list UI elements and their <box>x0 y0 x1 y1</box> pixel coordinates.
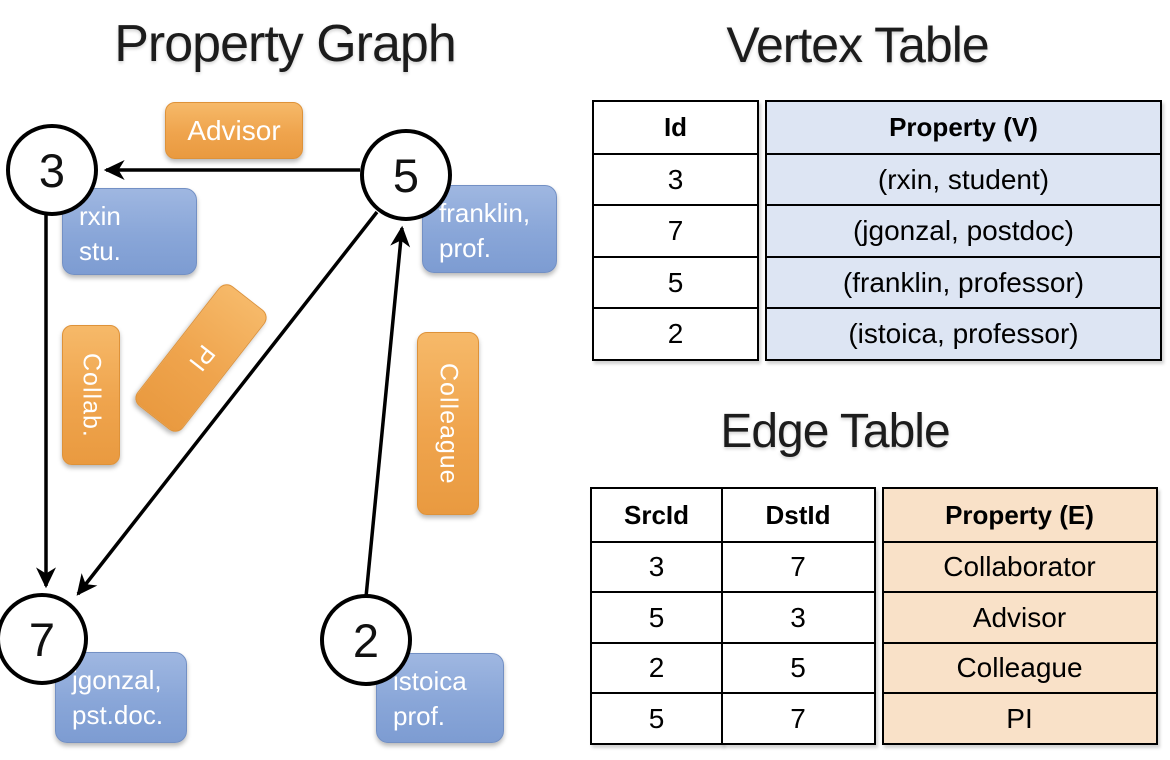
vertex-property-line: pst.doc. <box>72 700 164 731</box>
table-cell: Collaborator <box>881 540 1158 594</box>
graph-node-7: 7 <box>0 593 88 685</box>
table-cell: 2 <box>590 641 723 695</box>
edge-2-to-5 <box>364 225 411 598</box>
table-cell: Advisor <box>881 591 1158 644</box>
vertex-property-line: istoica <box>393 666 467 696</box>
node-id: 5 <box>392 148 420 202</box>
vertex-property-line: rxin <box>79 201 121 231</box>
edge-table-dstid-column: DstId 7 3 5 7 <box>720 487 876 745</box>
table-cell: 3 <box>590 540 723 594</box>
vertex-table-property-column: Property (V) (rxin, student) (jgonzal, p… <box>765 100 1162 361</box>
table-cell: 5 <box>590 591 723 644</box>
edge-table-property-column: Property (E) Collaborator Advisor Collea… <box>881 487 1158 745</box>
table-cell: (jgonzal, postdoc) <box>765 204 1162 258</box>
table-cell: 5 <box>590 692 723 745</box>
table-cell: (rxin, student) <box>765 152 1162 207</box>
table-cell: Colleague <box>881 641 1158 695</box>
node-id: 2 <box>352 613 380 667</box>
vertex-property-line: franklin, <box>439 198 531 228</box>
edge-table-title: Edge Table <box>720 405 950 458</box>
table-cell: 5 <box>592 255 759 310</box>
table-cell: 7 <box>592 204 759 258</box>
column-header-property-e: Property (E) <box>881 487 1158 543</box>
edge-5-to-7 <box>76 210 379 596</box>
table-cell: (istoica, professor) <box>765 307 1162 361</box>
table-cell: 7 <box>720 540 876 594</box>
edge-label-colleague: Colleague <box>417 332 479 515</box>
vertex-property-line: prof. <box>393 701 446 732</box>
vertex-property-box-rxin: rxin stu. <box>62 188 197 275</box>
property-graph-title: Property Graph <box>114 15 457 73</box>
vertex-property-box-jgonzal: jgonzal, pst.doc. <box>55 652 187 743</box>
graph-node-3: 3 <box>6 124 98 216</box>
vertex-table-title: Vertex Table <box>726 17 989 73</box>
table-cell: PI <box>881 692 1158 745</box>
table-cell: 3 <box>592 152 759 207</box>
edge-label-collab: Collab. <box>62 325 120 465</box>
column-header-property-v: Property (V) <box>765 100 1162 155</box>
edge-label-advisor: Advisor <box>165 102 303 159</box>
table-cell: 2 <box>592 307 759 361</box>
graph-edges <box>35 159 411 598</box>
table-cell: 7 <box>720 692 876 745</box>
vertex-table: Id 3 7 5 2 Property (V) (rxin, student) … <box>592 100 1162 361</box>
vertex-property-line: prof. <box>439 233 492 264</box>
node-id: 3 <box>38 143 66 197</box>
column-header-dstid: DstId <box>720 487 876 543</box>
node-id: 7 <box>28 612 56 666</box>
graph-node-2: 2 <box>320 594 412 686</box>
edge-table: SrcId 3 5 2 5 DstId 7 3 5 7 Property (E)… <box>590 487 1158 745</box>
table-cell: 3 <box>720 591 876 644</box>
graph-node-5: 5 <box>360 129 452 221</box>
vertex-table-id-column: Id 3 7 5 2 <box>592 100 759 361</box>
edge-table-srcid-column: SrcId 3 5 2 5 <box>590 487 723 745</box>
column-header-id: Id <box>592 100 759 155</box>
table-cell: (franklin, professor) <box>765 255 1162 310</box>
vertex-property-line: stu. <box>79 236 121 267</box>
table-cell: 5 <box>720 641 876 695</box>
column-header-srcid: SrcId <box>590 487 723 543</box>
vertex-property-line: jgonzal, <box>72 665 162 695</box>
